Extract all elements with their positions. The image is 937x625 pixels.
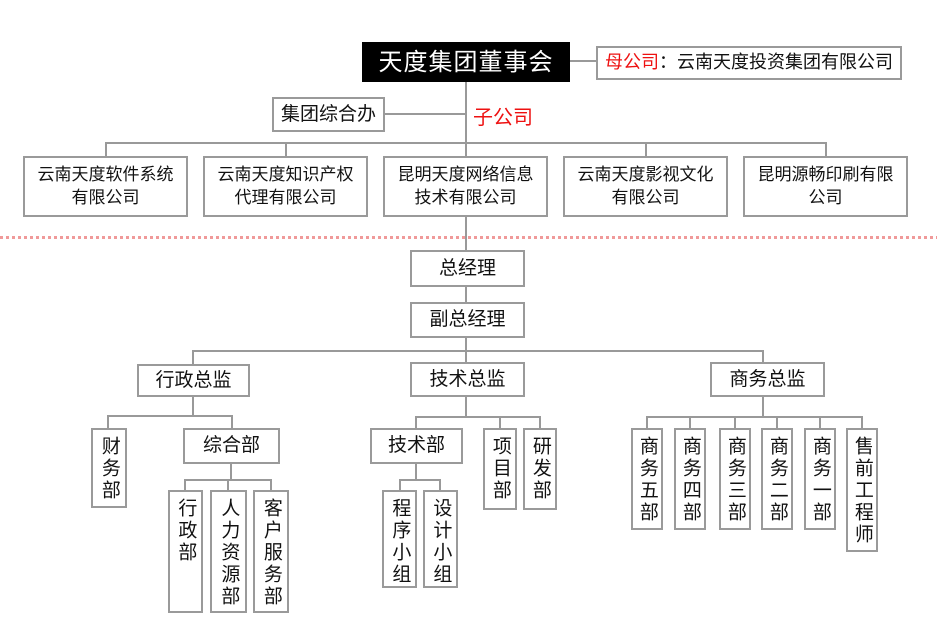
connector — [415, 416, 417, 428]
node-finance-dept: 财务部 — [91, 428, 127, 508]
connector — [107, 415, 109, 428]
connector — [107, 415, 233, 417]
connector — [399, 479, 401, 490]
node-company-1: 云南天度软件系统 有限公司 — [23, 156, 188, 217]
node-presales-engineer: 售前工程师 — [846, 428, 878, 552]
connector — [465, 397, 467, 417]
node-tech-director: 技术总监 — [410, 362, 525, 397]
node-board: 天度集团董事会 — [362, 42, 570, 82]
divider-dotted-line — [0, 236, 937, 239]
parent-company-tag: 母公司 — [605, 51, 659, 73]
connector — [762, 350, 764, 362]
connector — [568, 60, 596, 62]
node-company-3: 昆明天度网络信息 技术有限公司 — [383, 156, 548, 217]
node-business-team-5: 商务五部 — [631, 428, 663, 530]
node-hr-dept: 人力资源部 — [210, 490, 247, 613]
connector — [285, 142, 287, 157]
node-deputy-general-manager: 副总经理 — [410, 302, 525, 338]
node-business-team-1: 商务一部 — [804, 428, 836, 530]
connector — [385, 113, 465, 115]
connector — [231, 415, 233, 428]
parent-company-colon: ： — [659, 51, 677, 73]
connector — [819, 416, 821, 428]
node-business-team-3: 商务三部 — [719, 428, 751, 530]
node-company-4: 云南天度影视文化 有限公司 — [563, 156, 728, 217]
board-label: 天度集团董事会 — [378, 48, 554, 76]
label-subsidiary: 子公司 — [473, 105, 533, 129]
node-company-5: 昆明源畅印刷有限 公司 — [743, 156, 908, 217]
connector — [465, 217, 467, 250]
node-parent-company: 母公司：云南天度投资集团有限公司 — [596, 46, 902, 80]
node-admin-dept: 行政部 — [168, 490, 203, 613]
node-rnd-dept: 研发部 — [523, 428, 557, 510]
connector — [776, 416, 778, 428]
connector — [861, 416, 863, 428]
connector — [439, 479, 441, 490]
node-customer-service-dept: 客户服务部 — [253, 490, 289, 613]
node-company-2: 云南天度知识产权 代理有限公司 — [203, 156, 368, 217]
connector — [465, 338, 467, 351]
node-general-affairs-dept: 综合部 — [183, 428, 280, 464]
node-project-dept: 项目部 — [483, 428, 517, 510]
connector — [539, 416, 541, 428]
node-design-team: 设计小组 — [423, 490, 458, 588]
group-office-label: 集团综合办 — [280, 102, 376, 125]
connector — [105, 142, 107, 157]
connector — [192, 350, 764, 352]
connector — [465, 350, 467, 362]
node-program-team: 程序小组 — [382, 490, 417, 588]
node-admin-director: 行政总监 — [137, 364, 250, 397]
connector — [192, 397, 194, 416]
node-business-team-4: 商务四部 — [674, 428, 706, 530]
connector — [762, 397, 764, 417]
connector — [645, 142, 647, 157]
node-business-director: 商务总监 — [710, 362, 825, 397]
node-tech-dept: 技术部 — [370, 428, 463, 464]
connector — [465, 82, 467, 157]
node-business-team-2: 商务二部 — [761, 428, 793, 530]
connector — [184, 479, 186, 490]
connector — [399, 479, 441, 481]
connector — [227, 479, 229, 490]
connector — [415, 464, 417, 480]
node-group-office: 集团综合办 — [272, 97, 385, 132]
connector — [499, 416, 501, 428]
connector — [230, 464, 232, 480]
connector — [646, 416, 648, 428]
connector — [689, 416, 691, 428]
connector — [415, 416, 541, 418]
node-general-manager: 总经理 — [410, 250, 525, 287]
connector — [270, 479, 272, 490]
parent-company-name: 云南天度投资集团有限公司 — [677, 51, 893, 73]
connector — [192, 350, 194, 364]
connector — [825, 142, 827, 157]
connector — [734, 416, 736, 428]
connector — [646, 416, 863, 418]
connector — [105, 142, 827, 144]
connector — [465, 287, 467, 302]
